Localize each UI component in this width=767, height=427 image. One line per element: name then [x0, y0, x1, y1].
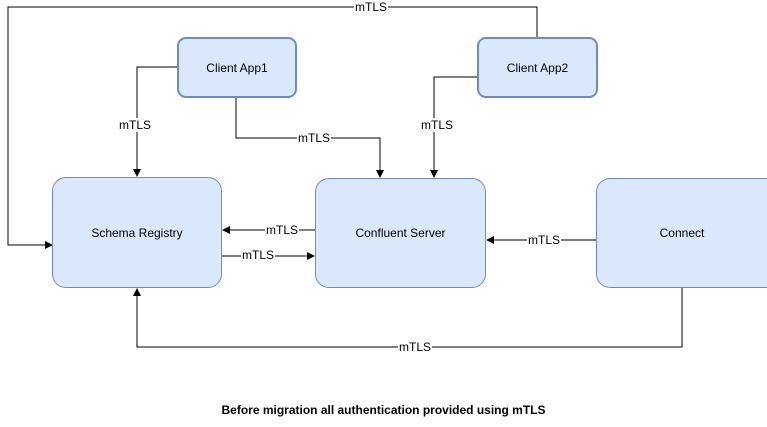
schema-registry-label: Schema Registry [91, 225, 183, 240]
connect-node[interactable]: Connect [596, 178, 767, 288]
edge-label-server-to-registry: mTLS [264, 223, 300, 237]
edge-label-registry-to-server: mTLS [240, 248, 276, 262]
edge-app1-to-registry [133, 66, 177, 177]
schema-registry-node[interactable]: Schema Registry [52, 177, 222, 288]
diagram-caption: Before migration all authentication prov… [221, 403, 546, 417]
confluent-server-node[interactable]: Confluent Server [315, 178, 486, 288]
client-app2-label: Client App2 [506, 60, 569, 75]
edge-connect-to-registry [133, 288, 683, 348]
connect-label: Connect [659, 226, 705, 240]
client-app1-node[interactable]: Client App1 [177, 37, 297, 98]
edge-label-connect-to-registry: mTLS [397, 340, 433, 354]
client-app1-label: Client App1 [206, 60, 268, 75]
edge-label-app1-to-server: mTLS [296, 131, 332, 145]
edge-label-app2-to-server: mTLS [419, 118, 455, 132]
edge-label-connect-to-server: mTLS [526, 233, 562, 247]
client-app2-node[interactable]: Client App2 [477, 37, 598, 98]
edge-app2-to-registry-loop [7, 6, 538, 249]
edge-app2-to-server [430, 76, 477, 178]
edge-label-app2-to-registry: mTLS [353, 0, 389, 14]
edge-label-app1-to-registry: mTLS [117, 118, 153, 132]
confluent-server-label: Confluent Server [355, 226, 446, 240]
